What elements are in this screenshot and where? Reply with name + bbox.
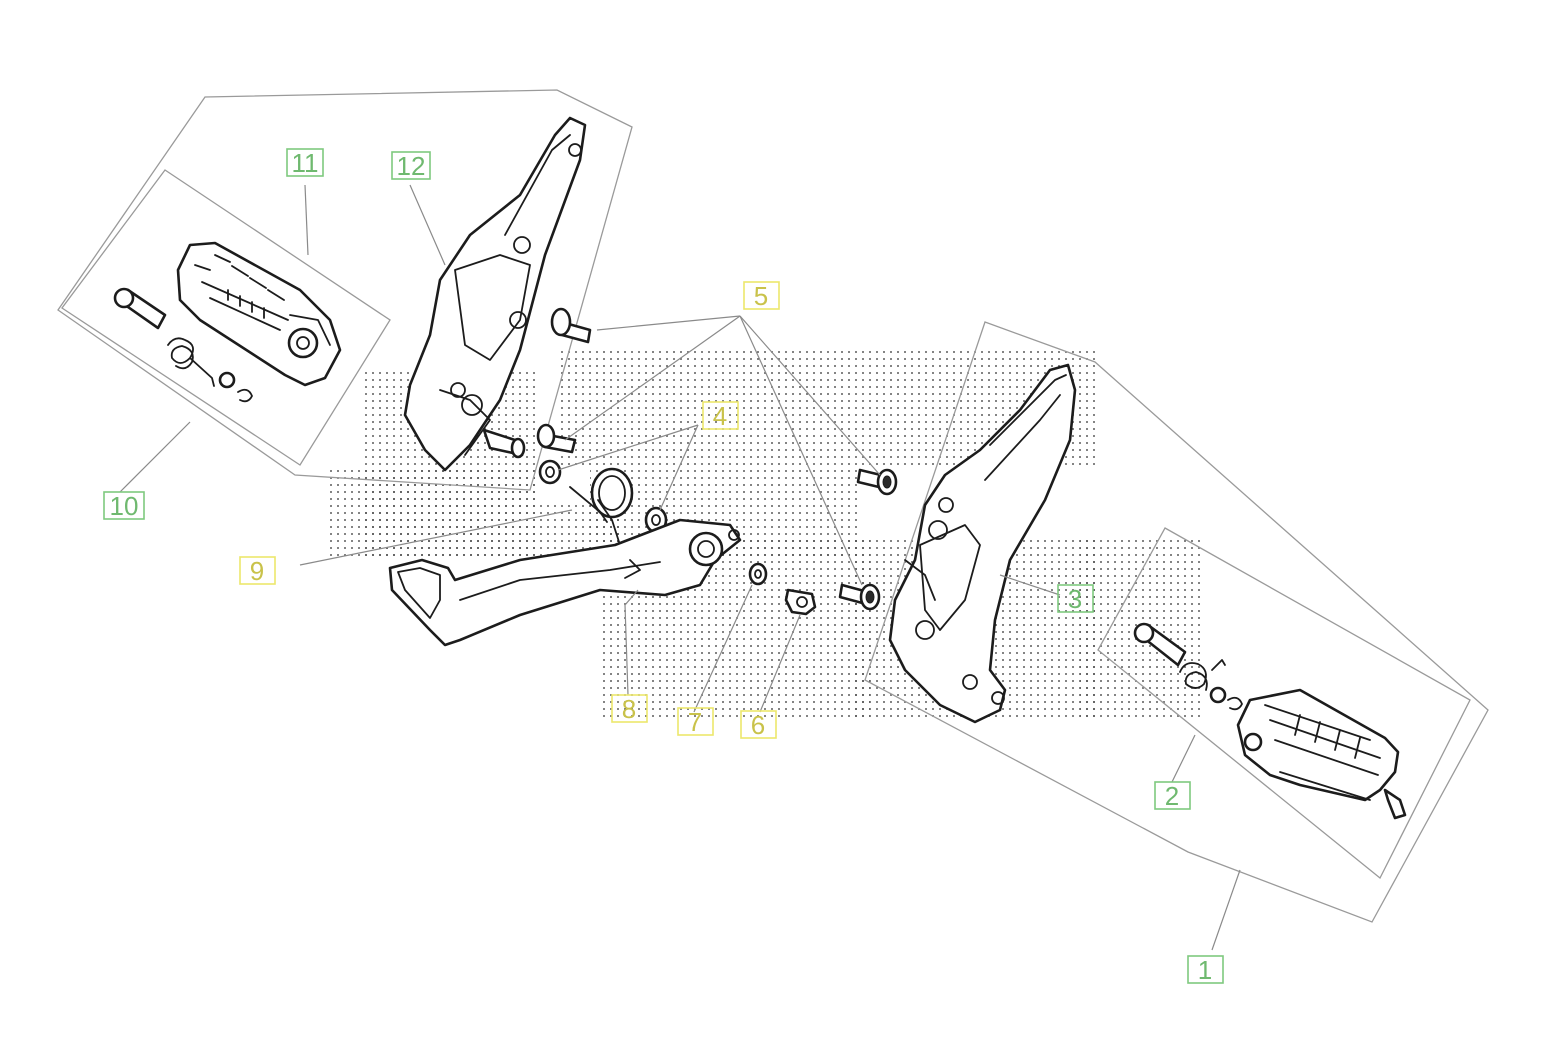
callout-8: 8 <box>622 694 636 724</box>
right-upper-bolt <box>856 468 898 496</box>
right-footpeg-pin <box>1133 622 1187 667</box>
right-lower-bolt <box>838 583 881 611</box>
callout-3: 3 <box>1068 584 1082 614</box>
left-footpeg-pin <box>113 287 167 330</box>
callout-10: 10 <box>110 491 139 521</box>
callout-12: 12 <box>397 151 426 181</box>
right-footpeg-outline <box>1097 527 1471 880</box>
left-hanger-bracket <box>403 116 587 472</box>
right-footpeg-spring <box>1179 659 1243 711</box>
middle-bolt <box>536 423 577 454</box>
right-footpeg <box>1236 688 1407 820</box>
leader-lines <box>119 184 1241 951</box>
washer-spring-assembly <box>538 459 668 546</box>
callout-6: 6 <box>751 710 765 740</box>
callout-7: 7 <box>688 707 702 737</box>
pedal-washer <box>748 562 768 586</box>
brake-pedal <box>388 518 742 647</box>
left-footpeg-outline <box>61 169 391 466</box>
left-assembly-outline <box>57 89 633 491</box>
callout-labels: 1 2 3 4 5 6 7 8 9 10 11 12 <box>103 148 1224 985</box>
right-assembly-outline <box>864 321 1489 923</box>
left-footpeg <box>176 241 342 387</box>
callout-4: 4 <box>713 401 727 431</box>
assembly-outlines <box>57 89 1489 923</box>
callout-9: 9 <box>250 556 264 586</box>
left-footpeg-spring <box>167 337 253 403</box>
pedal-nut <box>784 588 817 616</box>
right-hanger-bracket <box>888 363 1077 724</box>
callout-11: 11 <box>292 148 319 178</box>
callout-2: 2 <box>1165 781 1179 811</box>
upper-bolt <box>550 307 592 344</box>
callout-1: 1 <box>1198 955 1212 985</box>
callout-5: 5 <box>754 281 768 311</box>
